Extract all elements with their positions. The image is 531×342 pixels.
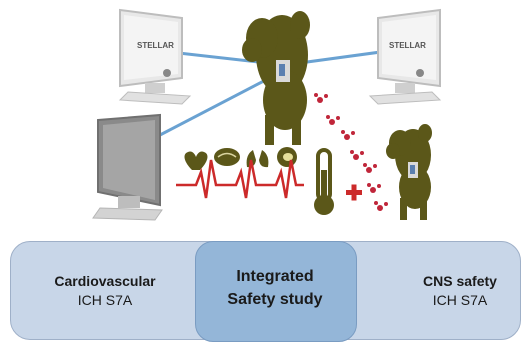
cardiovascular-title: Cardiovascular xyxy=(54,273,156,289)
dog-main-icon xyxy=(242,11,310,145)
brain-icon xyxy=(214,148,240,166)
cns-safety-label: CNS safety ICH S7A xyxy=(395,272,525,310)
monitor-bottom-left xyxy=(92,113,163,221)
cns-safety-title: CNS safety xyxy=(423,273,497,289)
cardiovascular-guideline: ICH S7A xyxy=(77,292,133,308)
thermometer-icon xyxy=(314,148,334,215)
integrated-safety-panel xyxy=(195,241,357,342)
integrated-title-line1: Integrated xyxy=(236,268,314,285)
monitor-brand-right: STELLAR xyxy=(389,41,426,50)
paw-prints xyxy=(314,93,388,211)
kidney-icon xyxy=(277,147,297,167)
plus-icon xyxy=(346,184,362,201)
integrated-title-line2: Safety study xyxy=(227,291,323,308)
monitor-left: STELLAR xyxy=(118,8,192,105)
heart-icon xyxy=(184,151,208,170)
lungs-icon xyxy=(246,150,269,168)
cns-safety-guideline: ICH S7A xyxy=(432,292,488,308)
ecg-trace xyxy=(176,159,304,199)
monitor-right: STELLAR xyxy=(368,8,442,105)
monitor-brand-left: STELLAR xyxy=(137,41,174,50)
integrated-safety-label: Integrated Safety study xyxy=(195,265,355,311)
dog-secondary-icon xyxy=(386,124,432,220)
cardiovascular-label: Cardiovascular ICH S7A xyxy=(30,272,180,310)
